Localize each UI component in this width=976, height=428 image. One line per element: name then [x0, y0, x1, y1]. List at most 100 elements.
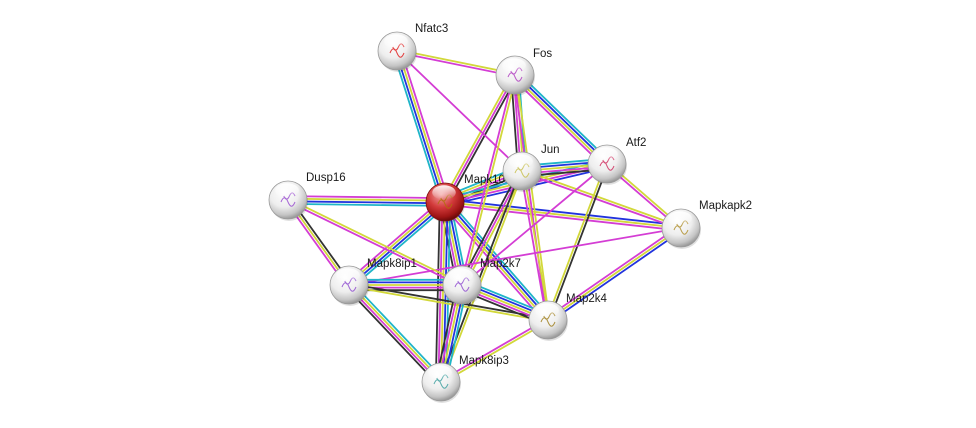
edge-evidence-line	[548, 229, 684, 324]
edge-evidence-line	[347, 285, 549, 323]
edge-evidence-line	[443, 201, 548, 322]
edge-evidence-line	[396, 48, 517, 75]
edge-evidence-line	[545, 224, 681, 319]
node-map2k4[interactable]: Map2k4	[528, 293, 608, 341]
node-atf2[interactable]: Atf2	[587, 137, 646, 185]
node-label: Map2k4	[566, 293, 608, 305]
edge-atf2-map2k4[interactable]	[545, 162, 610, 322]
node-mapk10[interactable]: Mapk10	[425, 174, 505, 223]
node-label: Map2k7	[480, 258, 521, 270]
node-highlight	[428, 365, 452, 380]
node-nfatc3[interactable]: Nfatc3	[377, 23, 448, 72]
edge-evidence-line	[446, 75, 519, 205]
edge-evidence-line	[521, 168, 683, 228]
node-highlight	[432, 185, 456, 200]
edge-evidence-line	[434, 200, 441, 383]
edge-evidence-line	[392, 51, 443, 205]
edge-evidence-line	[439, 317, 549, 382]
node-map2k7[interactable]: Map2k7	[442, 258, 521, 306]
edge-evidence-line	[397, 49, 448, 203]
node-mapk8ip3[interactable]: Mapk8ip3	[421, 355, 509, 403]
edge-fos-map2k4[interactable]	[512, 73, 551, 322]
edge-evidence-line	[349, 283, 443, 383]
edge-evidence-line	[347, 200, 446, 285]
node-jun[interactable]: Jun	[502, 144, 560, 192]
edge-evidence-line	[440, 320, 550, 385]
edge-map2k4-mapk8ip3[interactable]	[439, 317, 550, 385]
edge-evidence-line	[511, 76, 606, 168]
node-label: Mapk8ip1	[367, 258, 417, 270]
edge-evidence-line	[441, 203, 546, 324]
edge-fos-atf2[interactable]	[511, 71, 611, 168]
node-label: Jun	[541, 144, 560, 156]
edge-evidence-line	[395, 51, 516, 78]
edge-fos-map2k7[interactable]	[459, 73, 518, 287]
node-highlight	[668, 211, 692, 226]
edge-mapk10-dusp16[interactable]	[287, 195, 446, 207]
edge-evidence-line	[399, 48, 450, 202]
edge-evidence-line	[441, 72, 514, 202]
node-mapk8ip1[interactable]: Mapk8ip1	[329, 258, 417, 306]
node-highlight	[594, 147, 618, 162]
edge-evidence-line	[461, 163, 608, 286]
edge-evidence-line	[350, 204, 449, 289]
edge-evidence-line	[463, 171, 526, 288]
edge-evidence-line	[287, 197, 464, 285]
edge-nfatc3-fos[interactable]	[395, 48, 517, 78]
edge-mapk10-mapk8ip1[interactable]	[345, 198, 449, 289]
edge-evidence-line	[443, 203, 682, 232]
edge-atf2-map2k7[interactable]	[461, 163, 608, 286]
node-highlight	[275, 183, 299, 198]
edge-evidence-line	[461, 170, 523, 286]
node-highlight	[336, 268, 360, 283]
edges-layer	[284, 48, 684, 386]
edge-evidence-line	[394, 50, 445, 204]
node-highlight	[502, 58, 526, 73]
edge-evidence-line	[444, 74, 516, 203]
edge-evidence-line	[345, 286, 440, 386]
edge-evidence-line	[287, 202, 446, 207]
edge-evidence-line	[287, 200, 446, 205]
node-highlight	[384, 34, 408, 49]
edge-evidence-line	[545, 162, 607, 321]
edge-mapk10-fos[interactable]	[441, 72, 519, 205]
edge-jun-mapkapk2[interactable]	[520, 168, 683, 231]
node-label: Dusp16	[306, 172, 346, 184]
edge-evidence-line	[441, 170, 525, 384]
edge-mapkapk2-map2k4[interactable]	[545, 224, 684, 324]
node-label: Atf2	[626, 137, 646, 149]
edge-evidence-line	[437, 201, 444, 383]
edge-evidence-line	[347, 284, 441, 384]
node-label: Mapkapk2	[699, 200, 752, 212]
edge-mapk10-nfatc3[interactable]	[392, 48, 450, 205]
edge-evidence-line	[286, 200, 463, 288]
edge-evidence-line	[515, 73, 551, 321]
edge-evidence-line	[462, 74, 518, 287]
edge-evidence-line	[444, 201, 682, 229]
edge-evidence-line	[350, 281, 445, 381]
edge-evidence-line	[459, 73, 515, 286]
node-mapkapk2[interactable]: Mapkapk2	[661, 200, 752, 249]
edge-dusp16-map2k7[interactable]	[286, 197, 464, 288]
node-label: Mapk8ip3	[459, 355, 509, 367]
edge-evidence-line	[348, 227, 682, 286]
edge-mapkapk2-mapk8ip1[interactable]	[348, 227, 682, 286]
edge-evidence-line	[513, 75, 607, 166]
edge-evidence-line	[547, 227, 682, 321]
edge-evidence-line	[396, 50, 523, 172]
edge-mapk8ip1-mapk8ip3[interactable]	[345, 281, 445, 386]
node-highlight	[509, 154, 533, 169]
node-label: Nfatc3	[415, 23, 448, 35]
edge-evidence-line	[348, 202, 447, 287]
node-fos[interactable]: Fos	[495, 48, 552, 96]
edge-evidence-line	[516, 71, 611, 163]
node-highlight	[449, 268, 473, 283]
edge-nfatc3-jun[interactable]	[396, 50, 523, 172]
node-highlight	[535, 303, 559, 318]
node-dusp16[interactable]: Dusp16	[268, 172, 346, 221]
edge-evidence-line	[520, 171, 682, 231]
edge-jun-map2k4[interactable]	[519, 169, 551, 322]
